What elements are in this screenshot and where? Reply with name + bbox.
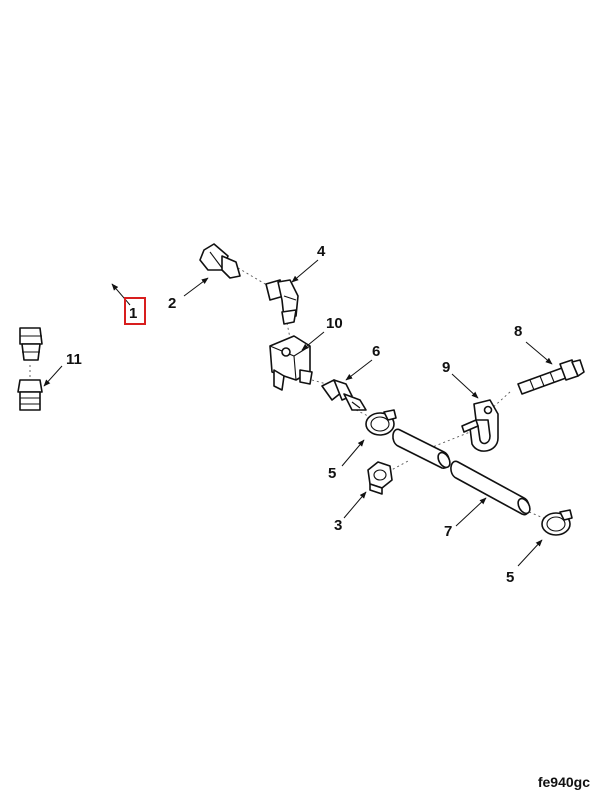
callout-5-upper[interactable]: 5: [328, 465, 336, 482]
part-8-bolt: [517, 359, 585, 395]
part-9-p-clip-bracket: [461, 399, 499, 452]
callout-10[interactable]: 10: [326, 315, 343, 332]
callout-1[interactable]: 1: [129, 305, 137, 322]
part-11-connector: [17, 379, 43, 411]
figure-id: fe940gc: [537, 774, 590, 790]
part-10-tee-block: [269, 335, 313, 391]
part-5-hose-clamp-upper: [365, 409, 397, 436]
part-5-hose-clamp-lower: [541, 509, 573, 536]
part-4-elbow-fitting: [265, 279, 299, 325]
callout-3[interactable]: 3: [334, 517, 342, 534]
callout-5-lower[interactable]: 5: [506, 569, 514, 586]
part-7-hose: [392, 428, 531, 516]
callout-1-highlight-box: [124, 297, 146, 325]
part-6-barbed-fitting: [321, 379, 367, 411]
callout-2[interactable]: 2: [168, 295, 176, 312]
callout-labels: 1 2 4 10 6 9 8 11 5 3 7 5: [66, 243, 522, 586]
callout-4[interactable]: 4: [317, 243, 326, 260]
part-1-fuel-tube: [19, 235, 241, 361]
callout-9[interactable]: 9: [442, 359, 450, 376]
callout-7[interactable]: 7: [444, 523, 452, 540]
part-3-hex-nut: [367, 461, 393, 495]
callout-8[interactable]: 8: [514, 323, 522, 340]
leader-lines: [43, 259, 553, 567]
callout-6[interactable]: 6: [372, 343, 380, 360]
callout-11[interactable]: 11: [66, 351, 82, 368]
